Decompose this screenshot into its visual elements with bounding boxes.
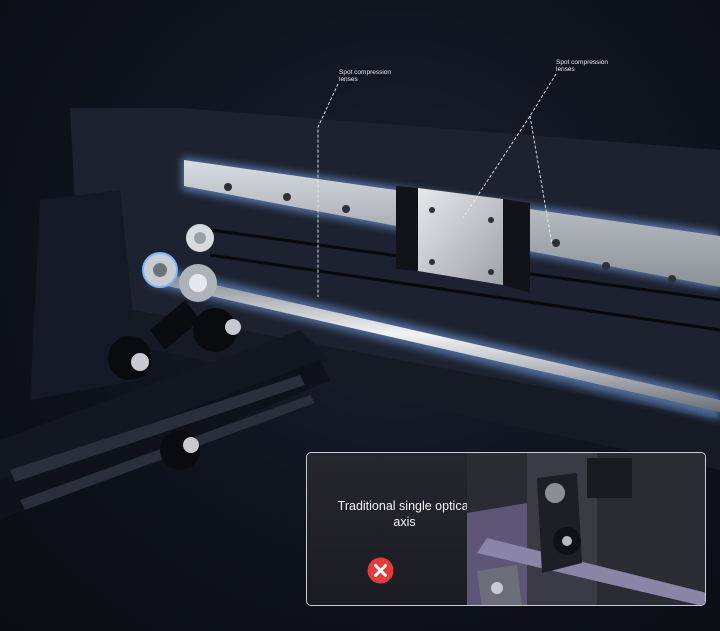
slider-block	[396, 186, 530, 293]
red-x-icon	[367, 557, 394, 584]
callout-label-left: Spot compression lenses	[339, 69, 392, 83]
callout-label-right: Spot compression lenses	[556, 59, 609, 73]
callout-leaders	[317, 73, 557, 297]
single-axis-photo	[467, 453, 705, 605]
comparison-inset: Traditional single optical axis	[306, 452, 706, 606]
optical-rod	[150, 265, 720, 420]
inset-title: Traditional single optical axis	[337, 499, 472, 529]
pulleys	[108, 224, 241, 470]
